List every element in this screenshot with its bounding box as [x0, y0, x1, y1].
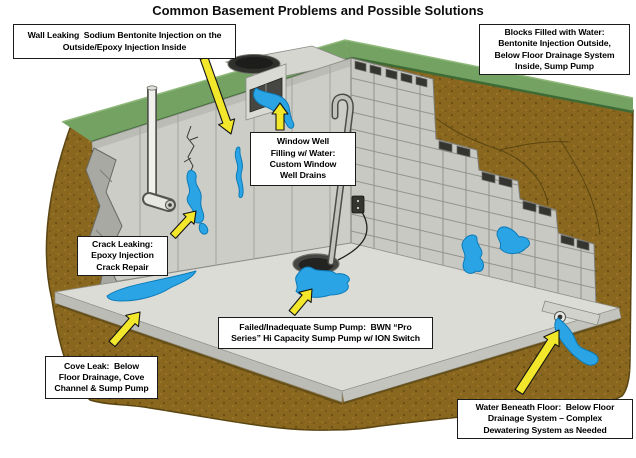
- block-cores: [354, 60, 590, 251]
- callout-cove-leak: Cove Leak: Below Floor Drainage, Cove Ch…: [45, 356, 158, 399]
- sump-discharge-pipe: [327, 93, 354, 266]
- water-cove-leak: [106, 270, 197, 302]
- pointer-arrows: [108, 56, 560, 395]
- power-cord: [337, 211, 368, 261]
- callout-blocks-filled-with-water: Blocks Filled with Water: Bentonite Inje…: [479, 24, 630, 75]
- callout-failed-sump-pump: Failed/Inadequate Sump Pump: BWN “Pro Se…: [218, 317, 433, 349]
- footing-plate: [541, 300, 601, 326]
- arrow-wall-leak: [199, 56, 236, 135]
- arrow-crack-leak: [169, 210, 197, 239]
- diagram-title: Common Basement Problems and Possible So…: [152, 3, 484, 18]
- callout-water-beneath-floor: Water Beneath Floor: Below Floor Drainag…: [457, 399, 633, 439]
- arrow-water-beneath: [514, 329, 560, 395]
- water-block-wall-b: [496, 226, 530, 255]
- water-crack-drip: [198, 222, 209, 235]
- water-crack-leak: [186, 169, 205, 224]
- arrow-sump-pump: [288, 288, 313, 316]
- water-beneath-floor: [554, 317, 599, 366]
- callout-window-well-filling: Window Well Filling w/ Water: Custom Win…: [250, 132, 356, 186]
- arrow-window-well: [271, 102, 289, 131]
- electrical-outlet: [337, 195, 368, 261]
- arrow-cove-leak: [108, 311, 141, 348]
- water-wall-streak: [234, 146, 244, 199]
- wall-crack: [183, 125, 199, 176]
- callout-crack-leaking: Crack Leaking: Epoxy Injection Crack Rep…: [77, 236, 168, 276]
- water-block-wall-a: [461, 234, 484, 274]
- standpipe: [142, 85, 176, 212]
- callout-wall-leaking: Wall Leaking Sodium Bentonite Injection …: [13, 24, 236, 59]
